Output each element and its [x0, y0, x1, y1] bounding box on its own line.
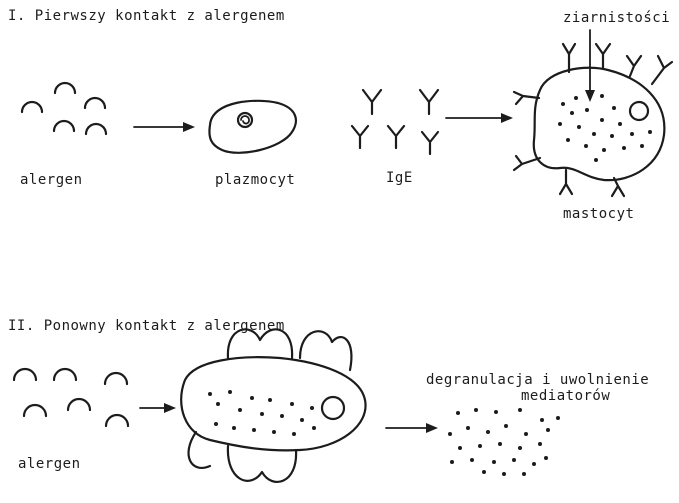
arrow-4 [386, 423, 438, 433]
bound-ige [560, 170, 572, 194]
antibody-y [422, 132, 438, 154]
bound-ige [596, 44, 610, 68]
released-mediators [448, 408, 560, 476]
section-1-title: I. Pierwszy kontakt z alergenem [8, 8, 285, 24]
allergen-arc [105, 373, 127, 384]
allergen-group-1 [22, 83, 106, 134]
crosslinked-allergen [189, 432, 210, 468]
antibody-y [388, 126, 404, 148]
bound-ige [652, 56, 672, 84]
bound-ige [627, 56, 641, 76]
plasma-cell [209, 101, 296, 153]
nucleus-chromatin [241, 116, 249, 124]
allergen-label-1: alergen [20, 172, 83, 188]
bound-ige [563, 44, 575, 72]
allergen-group-2 [14, 369, 128, 426]
allergen-arc [14, 369, 36, 380]
ige-antibodies [352, 90, 438, 154]
mast-cell-2 [181, 329, 365, 482]
allergen-arc [24, 405, 46, 416]
granules-pointer-arrow [585, 30, 595, 102]
arrow-2 [446, 113, 513, 123]
mast-cell-1 [514, 44, 672, 196]
mast-cell-nucleus [322, 397, 344, 419]
granules-label: ziarnistości [563, 10, 670, 26]
allergen-arc [85, 98, 105, 108]
allergen-arc [22, 102, 42, 112]
release-label-line2: mediatorów [521, 388, 610, 404]
plasma-cell-label: plazmocyt [215, 172, 295, 188]
allergen-arc [106, 415, 128, 426]
ige-label: IgE [386, 170, 413, 186]
arrow-1 [134, 122, 195, 132]
allergen-arc [86, 124, 106, 134]
allergen-arc [55, 83, 75, 93]
allergen-arc [68, 399, 90, 410]
granules [208, 390, 316, 436]
allergen-arc [54, 121, 74, 131]
mast-cell-label: mastocyt [563, 206, 634, 222]
crosslinked-allergen [300, 331, 351, 370]
section-2-title: II. Ponowny kontakt z alergenem [8, 318, 285, 334]
mast-cell-nucleus [630, 102, 648, 120]
antibody-y [363, 90, 381, 114]
allergen-label-2: alergen [18, 456, 81, 472]
arrow-3 [140, 403, 176, 413]
antibody-y [420, 90, 438, 114]
antibody-y [352, 126, 368, 148]
release-label-line1: degranulacja i uwolnienie [426, 372, 649, 388]
allergen-arc [54, 369, 76, 380]
granules [558, 94, 652, 162]
